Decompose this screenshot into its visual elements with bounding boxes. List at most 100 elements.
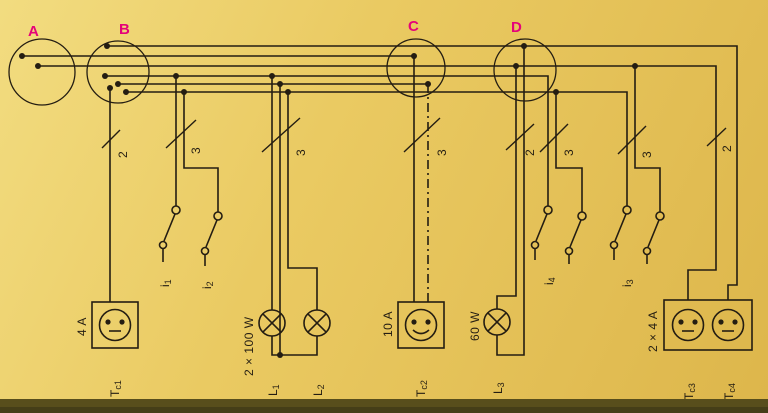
switch-lever	[163, 213, 176, 242]
lamp-cross	[307, 313, 327, 333]
lamp-circle	[303, 309, 331, 337]
lamp-symbol-l1	[258, 309, 286, 337]
socket-pin	[692, 319, 698, 325]
junction-dot	[277, 352, 283, 358]
conductor-slash	[261, 117, 301, 153]
lamp-cross	[487, 312, 507, 332]
socket-pin	[425, 319, 431, 325]
switch-pivot	[622, 205, 632, 215]
component-label-l3: L3	[491, 382, 506, 394]
switch-lever	[614, 213, 627, 242]
socket-earth-mark	[412, 329, 430, 335]
socket-face	[671, 308, 705, 342]
drop-wire-i3b	[634, 66, 661, 212]
component-label-tc3: Tc3	[682, 383, 697, 400]
rating-label-tc1: 4 A	[75, 317, 89, 336]
switch-lever	[569, 219, 582, 248]
junction-dot	[104, 43, 110, 49]
bus-wire-b-to-i3	[126, 91, 628, 206]
junction-label-b: B	[119, 21, 130, 38]
switch-pivot	[213, 211, 223, 221]
switch-symbol-i3	[609, 205, 665, 264]
component-label-l2: L2	[311, 384, 326, 396]
rating-label-tc34: 2 × 4 A	[646, 311, 660, 352]
switch-terminal	[564, 246, 574, 256]
junction-dot	[173, 73, 179, 79]
junction-dot	[181, 89, 187, 95]
junction-dot	[425, 81, 431, 87]
switch-terminal	[158, 240, 168, 250]
junction-box-c	[386, 38, 446, 98]
switch-lever	[535, 213, 548, 242]
switch-pivot	[577, 211, 587, 221]
switch-terminal	[609, 240, 619, 250]
rating-label-lamps: 2 × 100 W	[242, 316, 256, 376]
socket-pin	[732, 319, 738, 325]
component-label-i4: i4	[542, 277, 557, 285]
socket-box	[663, 299, 753, 351]
drop-wire-i2	[183, 92, 219, 212]
junction-dot	[521, 43, 527, 49]
switch-terminal	[530, 240, 540, 250]
lamp-circle	[483, 308, 511, 336]
switch-symbol-i1	[158, 205, 181, 262]
bus-wires	[22, 45, 738, 300]
component-label-tc1: Tc1	[108, 380, 123, 397]
component-label-l1: L1	[266, 384, 281, 396]
component-label-i3: i3	[620, 279, 635, 287]
socket-face	[711, 308, 745, 342]
junction-dot	[115, 81, 121, 87]
junction-dot	[632, 63, 638, 69]
junction-dots	[19, 43, 638, 358]
component-label-i1: i1	[158, 279, 173, 287]
socket-face	[98, 308, 132, 342]
component-label-i2: i2	[200, 281, 215, 289]
socket-symbol-tc2	[397, 301, 445, 349]
junction-box-d	[493, 38, 557, 102]
socket-symbol-tc1	[91, 301, 139, 349]
conductor-count-label: 3	[640, 151, 654, 158]
lamp-symbol-l3	[483, 308, 511, 336]
conductor-count-label: 2	[116, 151, 130, 158]
junction-dot	[411, 53, 417, 59]
switch-pivot	[171, 205, 181, 215]
conductor-slashes	[101, 117, 727, 155]
conductor-slash	[539, 123, 569, 153]
bus-wire-b-to-d	[105, 75, 549, 206]
socket-pin	[105, 319, 111, 325]
conductor-slash	[706, 127, 727, 147]
drop-wire-l3-return	[496, 46, 525, 356]
junction-dot	[513, 63, 519, 69]
conductor-count-label: 2	[523, 149, 537, 156]
junction-dot	[553, 89, 559, 95]
conductor-count-label: 2	[720, 145, 734, 152]
junction-dot	[102, 73, 108, 79]
bus-wire-a-to-right	[38, 65, 717, 300]
rating-label-tc2: 10 A	[381, 311, 395, 337]
conductor-slash	[505, 123, 535, 151]
conductor-count-label: 3	[189, 147, 203, 154]
conductor-count-label: 3	[294, 149, 308, 156]
junction-box-a	[8, 38, 76, 106]
socket-pin	[119, 319, 125, 325]
component-label-tc4: Tc4	[722, 383, 737, 400]
conductor-slash	[403, 117, 441, 153]
socket-symbol-tc3-tc4	[663, 299, 753, 351]
lamp-symbol-l2	[303, 309, 331, 337]
paper-edge-strip-dark	[0, 407, 768, 413]
junction-dot	[123, 89, 129, 95]
socket-pin	[411, 319, 417, 325]
junction-dot	[19, 53, 25, 59]
switch-pivot	[543, 205, 553, 215]
switch-terminal	[642, 246, 652, 256]
conductor-slash	[101, 129, 121, 149]
junction-dot	[269, 73, 275, 79]
socket-pin	[678, 319, 684, 325]
drop-wire-l3-feed	[496, 66, 517, 309]
switch-symbol-i2	[200, 211, 223, 266]
socket-pin	[718, 319, 724, 325]
socket-box	[91, 301, 139, 349]
component-label-tc2: Tc2	[414, 380, 429, 397]
